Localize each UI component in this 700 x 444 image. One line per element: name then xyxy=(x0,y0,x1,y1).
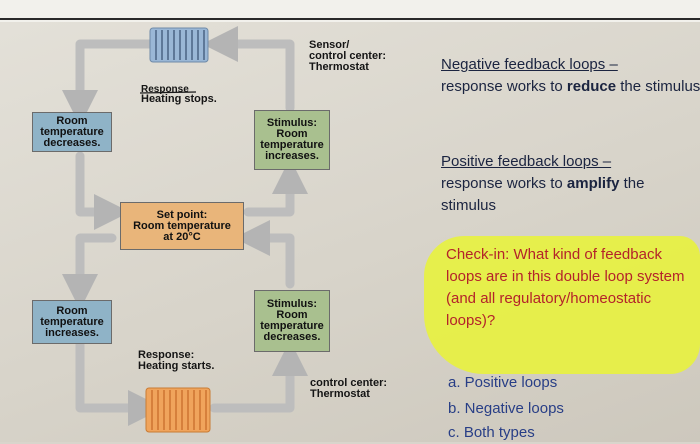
arrow-heater-to-decrease xyxy=(62,39,155,126)
negative-feedback-title: Negative feedback loops – xyxy=(441,56,618,73)
page-top-edge xyxy=(0,0,700,22)
option-positive: a. Positive loops xyxy=(448,374,558,391)
control-center-label: control center: Thermostat xyxy=(310,377,388,400)
arrow-increase-to-heater xyxy=(75,339,164,426)
arrow-stimulus-to-setpoint xyxy=(234,220,295,289)
strike-through-mark xyxy=(139,91,197,94)
checkin-question: Check-in: What kind of feedback loops ar… xyxy=(446,246,685,329)
feedback-diagram xyxy=(62,26,308,433)
sensor-label: Sensor/ control center: Thermostat xyxy=(309,39,387,73)
negative-feedback-body: response works to reduce the stimulus xyxy=(441,78,700,95)
positive-feedback-title: Positive feedback loops – xyxy=(441,153,612,170)
top-loop-arrows xyxy=(62,26,308,230)
positive-feedback-body: response works to amplify the stimulus xyxy=(441,175,645,214)
radiator-cool-icon xyxy=(149,27,209,63)
radiator-hot-icon xyxy=(145,387,211,433)
arrow-decrease-to-setpoint xyxy=(75,151,130,230)
arrow-setpoint-to-stimulus xyxy=(243,158,308,217)
stimulus-decreases-box: Stimulus: Room temperature decreases. xyxy=(254,290,330,352)
top-rule-line xyxy=(0,18,700,20)
room-temp-decreases-box: Room temperature decreases. xyxy=(32,112,112,152)
arrow-setpoint-to-increase xyxy=(62,233,117,310)
stimulus-increases-box: Stimulus: Room temperature increases. xyxy=(254,110,330,170)
response-heating-starts-label: Response: Heating starts. xyxy=(138,349,215,372)
room-temp-increases-box: Room temperature increases. xyxy=(32,300,112,344)
arrow-sensor-to-heater xyxy=(202,26,295,113)
arrow-heater-to-stimulus xyxy=(209,340,308,413)
option-both: c. Both types xyxy=(448,424,535,441)
response-label-struck: Response xyxy=(141,84,189,95)
highlighter-mark xyxy=(424,236,700,374)
bottom-loop-arrows xyxy=(62,220,308,426)
response-heating-stops-label: Heating stops. xyxy=(141,93,217,105)
set-point-box: Set point: Room temperature at 20°C xyxy=(120,202,244,250)
option-negative: b. Negative loops xyxy=(448,400,564,417)
